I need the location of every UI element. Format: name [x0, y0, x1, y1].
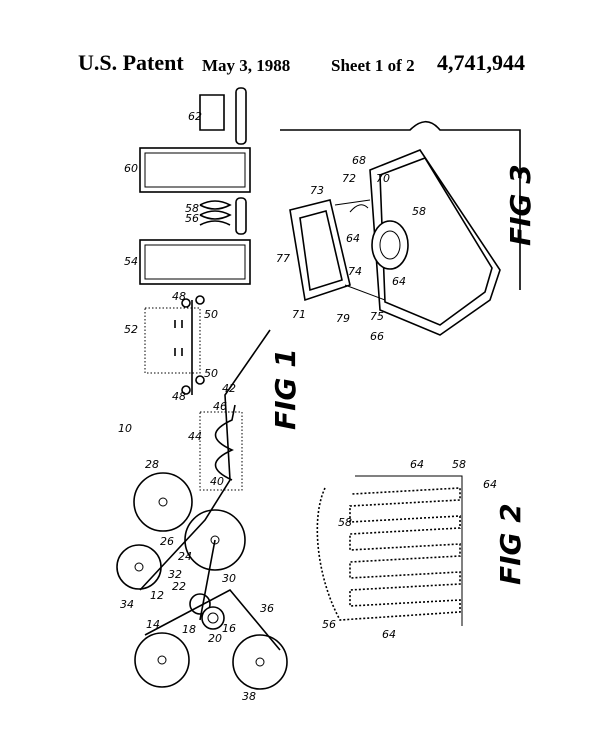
fig1-drawing: 10 12 14 16 18 20 22 24 26 28 30 32 34 3… [116, 87, 302, 703]
f3-label-64a: 64 [346, 232, 360, 245]
f2-label-58a: 58 [338, 516, 352, 529]
roll-38 [232, 634, 288, 690]
f2-label-64b: 64 [483, 478, 497, 491]
label-32: 32 [168, 568, 182, 581]
tank-44 [199, 411, 243, 491]
f3-label-73: 73 [310, 184, 324, 197]
sheet-number: Sheet 1 of 2 [331, 56, 415, 75]
label-46: 46 [213, 400, 227, 413]
coil-64 [371, 220, 409, 270]
f3-label-77: 77 [276, 252, 290, 265]
patent-label: U.S. Patent [78, 50, 184, 75]
label-34: 34 [120, 598, 134, 611]
f3-label-75: 75 [370, 310, 384, 323]
label-16: 16 [222, 622, 236, 635]
fig3-drawing: 58 64 64 66 68 70 71 72 73 74 75 77 79 F… [276, 120, 537, 343]
part-62 [199, 94, 225, 131]
oven-60 [139, 147, 251, 193]
label-26: 26 [160, 535, 174, 548]
label-50a: 50 [204, 367, 218, 380]
label-38: 38 [242, 690, 256, 703]
label-44: 44 [188, 430, 202, 443]
f2-label-56: 56 [322, 618, 336, 631]
label-58: 58 [185, 202, 199, 215]
f3-label-79: 79 [336, 312, 350, 325]
label-56: 56 [185, 212, 199, 225]
coil-58 [316, 487, 461, 621]
label-62: 62 [188, 110, 202, 123]
roll-14 [134, 632, 190, 688]
station-52 [144, 307, 201, 374]
label-50b: 50 [204, 308, 218, 321]
label-24: 24 [178, 550, 192, 563]
f2-label-64a: 64 [410, 458, 424, 471]
f2-label-64c: 64 [382, 628, 396, 641]
label-12: 12 [150, 589, 164, 602]
f2-label-58b: 58 [452, 458, 466, 471]
patent-number: 4,741,944 [437, 50, 525, 75]
label-28: 28 [145, 458, 159, 471]
label-22: 22 [172, 580, 186, 593]
label-10: 10 [118, 422, 132, 435]
label-18: 18 [182, 623, 196, 636]
label-42: 42 [222, 382, 236, 395]
f3-label-74: 74 [348, 265, 362, 278]
f3-label-64b: 64 [392, 275, 406, 288]
oven-54 [139, 239, 251, 285]
fig3-caption: FIG 3 [504, 164, 537, 246]
f3-label-72: 72 [342, 172, 356, 185]
lid-71 [289, 199, 351, 302]
label-48a: 48 [172, 390, 186, 403]
label-36: 36 [260, 602, 274, 615]
fig2-drawing: 56 58 58 64 64 64 FIG 2 [316, 458, 527, 641]
fig2-caption: FIG 2 [494, 503, 527, 585]
coil-56 [199, 200, 232, 226]
label-30: 30 [222, 572, 236, 585]
fig1-caption: FIG 1 [269, 348, 302, 430]
f3-label-71: 71 [292, 308, 306, 321]
roll-28 [133, 472, 193, 532]
label-40: 40 [210, 475, 224, 488]
label-54: 54 [124, 255, 138, 268]
f3-label-66: 66 [370, 330, 384, 343]
patent-date: May 3, 1988 [202, 56, 291, 75]
label-14: 14 [146, 618, 160, 631]
f3-label-68: 68 [352, 154, 366, 167]
label-52: 52 [124, 323, 138, 336]
label-20: 20 [208, 632, 222, 645]
roll-34 [116, 544, 162, 590]
label-48b: 48 [172, 290, 186, 303]
f3-label-58: 58 [412, 205, 426, 218]
container-66 [369, 149, 501, 336]
label-60: 60 [124, 162, 138, 175]
f3-label-70: 70 [376, 172, 390, 185]
